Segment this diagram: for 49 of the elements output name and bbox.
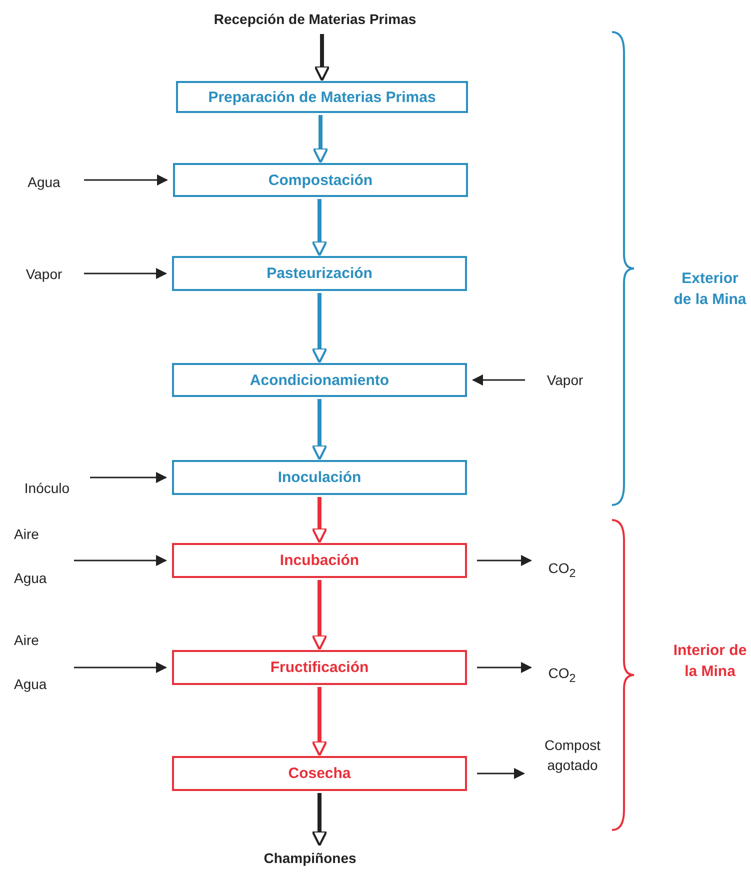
process-box	[173, 163, 468, 197]
input-output-label: Inóculo	[14, 474, 80, 502]
process-box	[172, 543, 467, 578]
flow-endpoint-label: Champiñones	[240, 846, 380, 870]
arrow	[311, 199, 328, 256]
arrow	[311, 399, 328, 460]
step-title: Compostación	[268, 172, 373, 188]
input-output-label: CO$_{2}$	[537, 550, 587, 584]
arrow	[472, 374, 525, 386]
input-label: Aire	[14, 632, 39, 648]
input-output-label: Vapor	[535, 366, 595, 394]
input-output-label: Agua	[14, 168, 74, 196]
step-title: Acondicionamiento	[250, 372, 390, 388]
arrow	[84, 174, 168, 186]
arrow	[74, 554, 168, 566]
arrow	[312, 115, 329, 164]
process-box	[172, 460, 467, 495]
step-title: Fructificación	[270, 659, 369, 676]
process-box	[172, 363, 467, 397]
flow-endpoint-label: Recepción de Materias Primas	[205, 6, 425, 32]
arrow	[314, 34, 330, 82]
arrow	[311, 793, 328, 846]
step-title: Cosecha	[288, 765, 351, 782]
input-label: Agua	[14, 570, 47, 586]
arrow	[311, 497, 328, 544]
step-title: Inoculación	[278, 469, 362, 486]
arrow	[311, 687, 328, 756]
group-label: Interior de la Mina	[672, 641, 748, 682]
arrow	[90, 472, 168, 484]
arrow	[84, 268, 168, 280]
process-box	[172, 650, 467, 685]
step-title: Preparación de Materias Primas	[208, 88, 436, 106]
input-output-label: Compost agotado	[530, 735, 615, 779]
process-box	[172, 756, 467, 791]
arrow	[477, 554, 532, 566]
input-output-label: CO$_{2}$	[537, 655, 587, 689]
step-title: Pasteurización	[266, 265, 372, 282]
process-box	[176, 81, 468, 113]
arrow	[311, 580, 328, 650]
arrow	[477, 662, 532, 674]
step-title: Incubación	[280, 552, 360, 569]
process-box	[172, 256, 467, 291]
arrow	[311, 293, 328, 364]
input-label: Aire	[14, 526, 39, 542]
input-output-label: Vapor	[14, 260, 74, 288]
group-label: Exterior de la Mina	[672, 269, 748, 310]
input-label: Agua	[14, 676, 47, 692]
arrow	[74, 662, 168, 674]
arrow	[477, 768, 526, 780]
